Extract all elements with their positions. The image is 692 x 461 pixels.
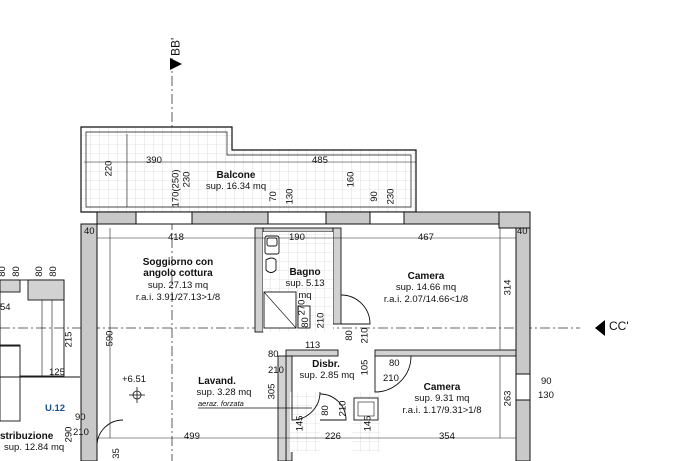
section-mark-cc: CC' <box>609 319 629 333</box>
level-marker <box>129 387 145 403</box>
room-rai-soggiorno: r.a.i. 3.91/27.13>1/8 <box>135 292 221 303</box>
dim-left-35: 35 <box>110 448 122 459</box>
room-area-camera-2: sup. 9.31 mq <box>414 393 470 404</box>
dim-590: 590 <box>104 330 116 347</box>
dim-314: 314 <box>502 279 514 296</box>
dim-left-80c: 80 <box>33 266 45 277</box>
dim-balcony-485: 485 <box>312 155 328 166</box>
dim-145a: 145 <box>294 415 306 432</box>
level-label: +6.51 <box>122 374 147 385</box>
room-rai-camera-1: r.a.i. 2.07/14.66<1/8 <box>383 294 469 305</box>
room-name-balcone: Balcone <box>216 170 256 181</box>
dim-balcony-90: 90 <box>368 191 380 202</box>
room-name-camera-2: Camera <box>423 382 461 393</box>
dim-80a: 80 <box>299 317 311 328</box>
outer-walls <box>80 211 531 461</box>
dim-263: 263 <box>502 390 514 407</box>
dim-left-80a: 80 <box>0 266 8 277</box>
dim-210a: 210 <box>315 312 327 329</box>
room-area-bagno-unit: mq <box>298 290 312 301</box>
dim-left-210: 210 <box>73 427 89 438</box>
dim-40b: 40 <box>517 226 528 237</box>
room-area-lavand: sup. 3.28 mq <box>196 387 252 398</box>
dim-113: 113 <box>305 340 321 351</box>
room-area-camera-1: sup. 14.66 mq <box>395 282 457 293</box>
dim-left-80d: 80 <box>47 266 59 277</box>
room-name-soggiorno: Soggiorno con <box>142 257 214 268</box>
dim-80c: 80 <box>268 349 279 360</box>
dim-balcony-230b: 230 <box>385 188 397 205</box>
dim-80e: 80 <box>319 405 331 416</box>
dim-window-90: 90 <box>541 376 552 387</box>
dim-418: 418 <box>168 232 184 243</box>
neighbor-unit <box>0 279 80 422</box>
section-mark-bb: BB' <box>168 37 183 57</box>
room-name-disbr: Disbr. <box>312 359 340 370</box>
dim-balcony-70: 70 <box>267 191 279 202</box>
dim-80d: 80 <box>389 358 400 369</box>
dim-210e: 210 <box>337 400 349 417</box>
dim-left-80b: 80 <box>10 266 22 277</box>
dim-210b: 210 <box>359 327 371 344</box>
dim-105: 105 <box>359 359 371 376</box>
section-arrow-cc <box>595 320 605 336</box>
section-arrow-bb <box>170 58 182 70</box>
dim-window-130: 130 <box>538 390 554 401</box>
bathroom-fixtures <box>263 235 311 329</box>
dim-226: 226 <box>325 431 341 442</box>
dim-balcony-390: 390 <box>146 155 162 166</box>
dim-left-215: 215 <box>63 331 75 348</box>
room-area-disbr: sup. 2.85 mq <box>299 370 355 381</box>
dim-190: 190 <box>289 232 305 243</box>
dim-210d: 210 <box>383 373 399 384</box>
dim-left-90: 90 <box>75 412 86 423</box>
dim-balcony-230a: 230 <box>181 171 193 188</box>
dim-left-125: 125 <box>49 367 65 378</box>
dim-499: 499 <box>184 431 200 442</box>
room-area-balcone: sup. 16.34 mq <box>205 181 267 192</box>
dim-balcony-220: 220 <box>103 160 115 177</box>
dim-balcony-160: 160 <box>345 171 357 188</box>
dim-270: 270 <box>296 299 308 316</box>
dim-left-290: 290 <box>63 426 75 443</box>
room-name-soggiorno-2: angolo cottura <box>143 268 213 279</box>
dim-80b: 80 <box>343 330 355 341</box>
dim-210c: 210 <box>268 365 284 376</box>
dim-balcony-130: 130 <box>284 188 296 205</box>
dim-left-54: 54 <box>0 302 11 313</box>
dim-145b: 145 <box>362 415 374 432</box>
room-rai-camera-2: r.a.i. 1.17/9.31>1/8 <box>402 405 482 416</box>
room-name-distribuzione: stribuzione <box>0 431 54 442</box>
room-name-camera-1: Camera <box>407 271 445 282</box>
dim-354: 354 <box>439 431 455 442</box>
dimension-lines <box>84 134 516 439</box>
room-note-lavand: aeraz. forzata <box>198 399 244 408</box>
room-area-distribuzione: sup. 12.84 mq <box>4 442 65 453</box>
washing-machine <box>353 397 379 421</box>
room-area-bagno: sup. 5.13 <box>285 278 325 289</box>
window-right <box>515 373 531 401</box>
unit-code: U.12 <box>45 403 66 414</box>
dim-40a: 40 <box>84 226 95 237</box>
room-name-lavand: Lavand. <box>198 376 236 387</box>
room-name-bagno: Bagno <box>289 267 321 278</box>
dim-467: 467 <box>418 232 434 243</box>
room-area-soggiorno: sup. 27.13 mq <box>147 280 209 291</box>
doors <box>96 294 412 447</box>
dim-305: 305 <box>266 383 278 400</box>
